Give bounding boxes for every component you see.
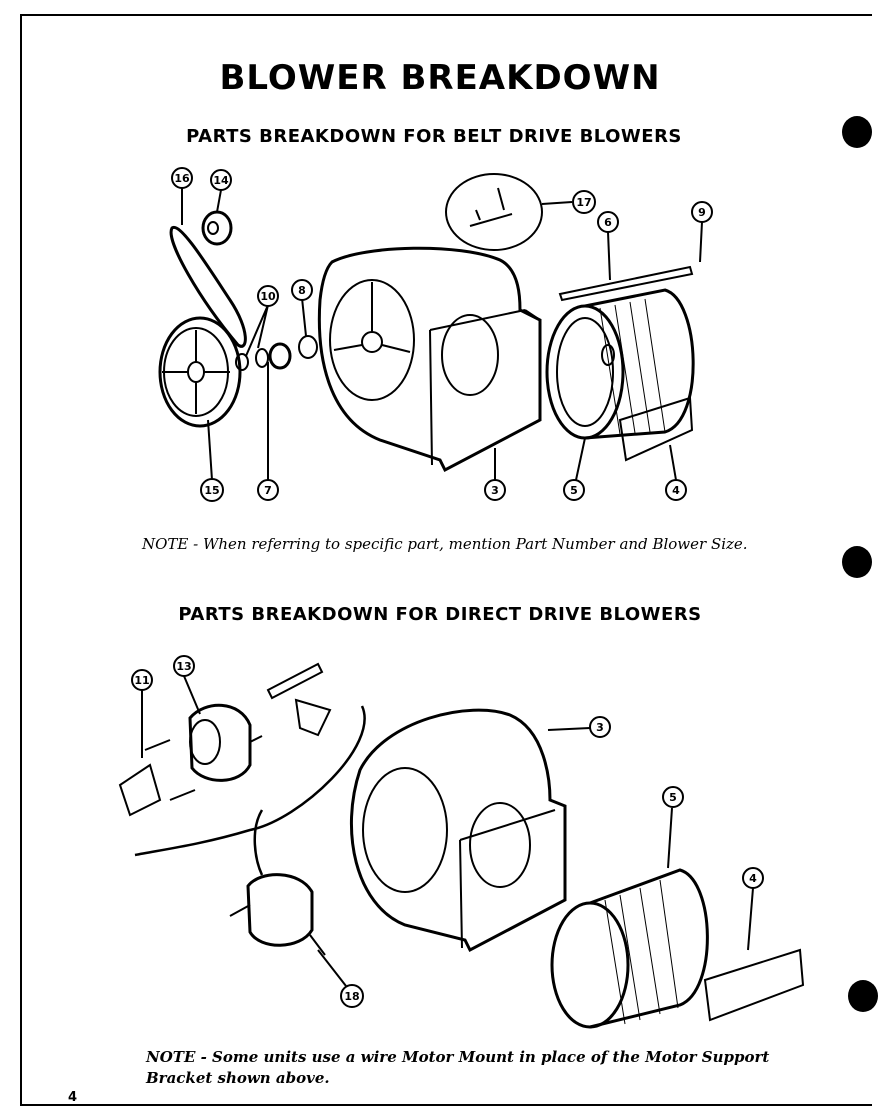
page-border-top — [20, 14, 872, 16]
belt-callouts: 16 14 17 6 9 10 8 15 7 3 5 4 — [171, 167, 713, 502]
belt-drive-heading: PARTS BREAKDOWN FOR BELT DRIVE BLOWERS — [186, 126, 682, 147]
page-title: BLOWER BREAKDOWN — [219, 58, 661, 98]
callout-14: 14 — [213, 174, 229, 187]
callout-16: 16 — [174, 172, 190, 185]
callout-8: 8 — [298, 284, 306, 297]
mount-kit-circle — [445, 173, 543, 251]
callout-17: 17 — [576, 196, 591, 209]
callout-9: 9 — [698, 206, 706, 219]
page-border-bottom — [20, 1104, 872, 1106]
bearing-illustration — [268, 342, 292, 370]
callout-13: 13 — [176, 660, 191, 673]
direct-cutoff-plate-illustration — [703, 948, 805, 1022]
direct-callouts: 11 13 3 5 4 18 — [131, 655, 764, 1008]
belt-drive-note: NOTE - When referring to specific part, … — [142, 535, 748, 553]
wire-mount-motor-illustration — [246, 873, 314, 947]
separator-curve — [134, 705, 366, 857]
callout-4-direct: 4 — [749, 872, 757, 885]
callout-10: 10 — [260, 290, 276, 303]
blower-housing-illustration — [317, 246, 542, 473]
callout-6: 6 — [604, 216, 612, 229]
washer-illustration — [235, 353, 249, 371]
callout-11: 11 — [134, 674, 149, 687]
motor-bracket-illustration — [266, 662, 332, 737]
callout-7: 7 — [264, 484, 272, 497]
callout-4: 4 — [672, 484, 680, 497]
punch-hole-2 — [842, 546, 872, 578]
blower-pulley-illustration — [158, 316, 242, 428]
callout-3: 3 — [491, 484, 499, 497]
callout-3-direct: 3 — [596, 721, 604, 734]
cutoff-plate-illustration — [618, 396, 694, 462]
punch-hole-3 — [848, 980, 878, 1012]
callout-18: 18 — [344, 990, 359, 1003]
collar-illustration — [298, 335, 318, 359]
belt-illustration — [169, 225, 247, 348]
punch-hole-1 — [842, 116, 872, 148]
callout-5: 5 — [570, 484, 578, 497]
direct-blower-housing-illustration — [349, 708, 567, 953]
callout-15: 15 — [204, 484, 219, 497]
direct-blower-wheel-illustration — [550, 901, 630, 1029]
direct-drive-note: NOTE - Some units use a wire Motor Mount… — [146, 1048, 770, 1087]
page-number: 4 — [68, 1090, 78, 1105]
motor-illustration — [188, 703, 252, 782]
callout-5-direct: 5 — [669, 791, 677, 804]
page-border-left — [20, 14, 22, 1106]
direct-drive-heading: PARTS BREAKDOWN FOR DIRECT DRIVE BLOWERS — [178, 604, 702, 625]
shaft-illustration — [558, 265, 694, 302]
